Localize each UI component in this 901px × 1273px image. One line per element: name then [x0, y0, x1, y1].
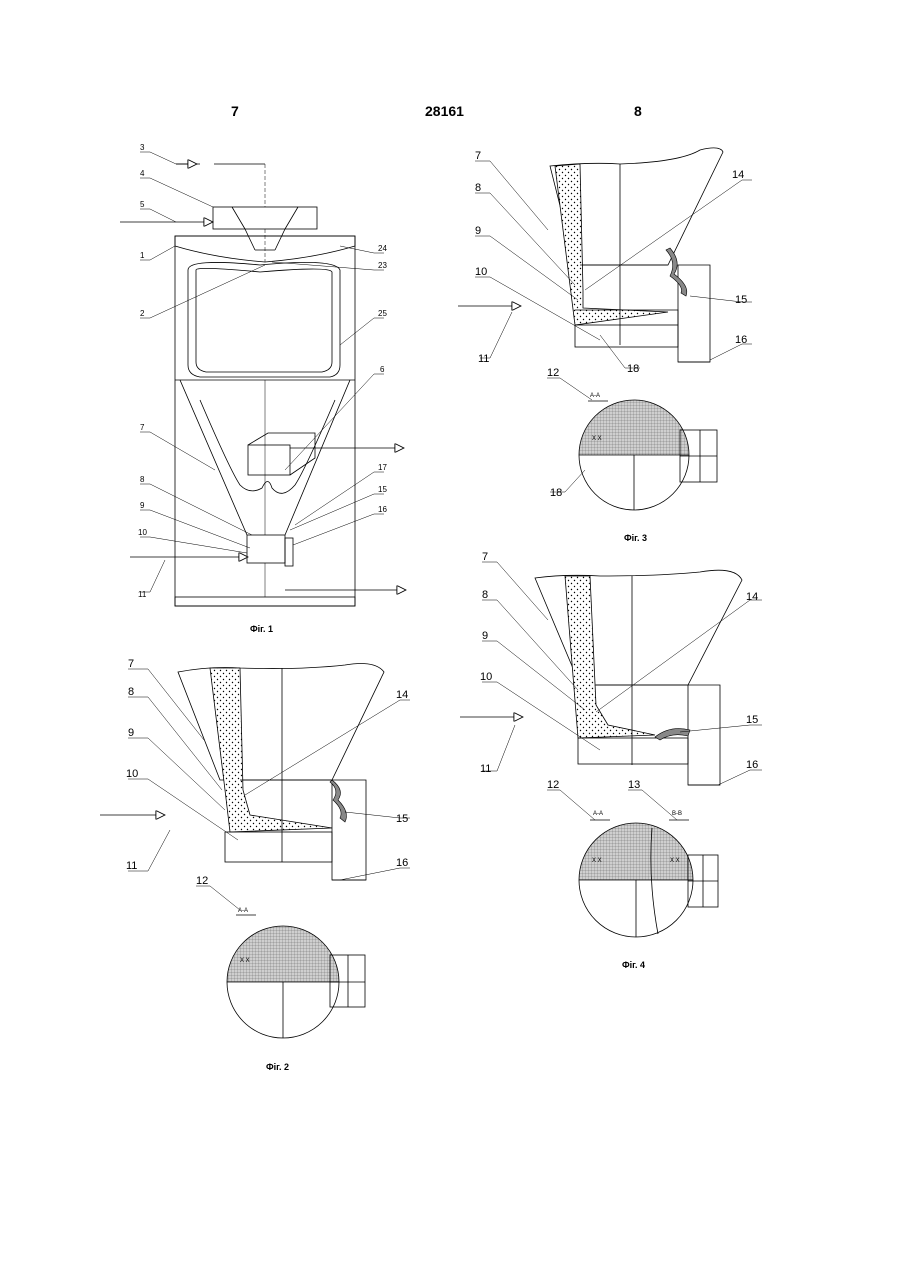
fig4-label-15: 15: [746, 714, 758, 726]
fig2-label-12: 12: [196, 875, 208, 887]
fig3-caption: Фіг. 3: [624, 533, 647, 543]
fig3-outlet: [678, 265, 710, 362]
fig1-label-8: 8: [140, 475, 145, 484]
fig1-label-16: 16: [378, 505, 387, 514]
fig3-label-16: 16: [735, 334, 747, 346]
fig2-label-8: 8: [128, 686, 134, 698]
fig4-label-9: 9: [482, 630, 488, 642]
fig2-chamber: [225, 832, 332, 862]
fig2-flap: [330, 780, 346, 822]
fig3-mark: X X: [592, 436, 602, 442]
fig3-dotted-layer: [555, 164, 668, 325]
fig2-label-10: 10: [126, 768, 138, 780]
fig2-label-9: 9: [128, 727, 134, 739]
fig1-label-23: 23: [378, 261, 387, 270]
figure-4: 7 8 14 9 10 15 11 16 12 13 A-A B-B X X X…: [460, 551, 762, 970]
fig4-mark-a: X X: [592, 858, 602, 864]
fig4-mark-b: X X: [670, 858, 680, 864]
fig2-mark: X X: [240, 958, 250, 964]
fig3-section-label: A-A: [590, 393, 600, 399]
fig2-caption: Фіг. 2: [266, 1062, 289, 1072]
fig3-label-8: 8: [475, 182, 481, 194]
vessel-base: [175, 597, 355, 606]
fig3-label-9: 9: [475, 225, 481, 237]
fig1-label-5: 5: [140, 200, 145, 209]
fig1-label-11: 11: [138, 590, 147, 599]
fig2-axes: [240, 668, 332, 862]
fig2-label-7: 7: [128, 658, 134, 670]
fig1-label-25: 25: [378, 309, 387, 318]
fig3-label-14: 14: [732, 169, 744, 181]
fig2-section-label: A-A: [238, 908, 248, 914]
inlet-header: [213, 207, 317, 229]
fig1-label-2: 2: [140, 309, 145, 318]
fig1-label-3: 3: [140, 143, 145, 152]
fig3-label-11: 11: [478, 353, 489, 365]
fig2-hopper: [178, 664, 384, 780]
separator-inner: [196, 268, 332, 372]
fig2-label-14: 14: [396, 689, 408, 701]
fig1-label-15: 15: [378, 485, 387, 494]
fig4-label-8: 8: [482, 589, 488, 601]
fig1-label-7: 7: [140, 423, 145, 432]
fig1-label-10: 10: [138, 528, 147, 537]
figure-1: 3 4 5 1 2 24 23 25 6 7 17 8 15 9 16 10 1…: [120, 143, 405, 634]
fig1-label-24: 24: [378, 244, 387, 253]
fig4-label-16: 16: [746, 759, 758, 771]
fig4-chamber: [578, 738, 688, 764]
fig2-label-15: 15: [396, 813, 408, 825]
fig1-label-6: 6: [380, 365, 385, 374]
fig4-label-14: 14: [746, 591, 758, 603]
fig3-flap: [666, 248, 687, 296]
chamber-side: [285, 538, 293, 566]
fig4-section-b: B-B: [672, 811, 682, 817]
fig4-label-10: 10: [480, 671, 492, 683]
fig3-label-15: 15: [735, 294, 747, 306]
outlet-box: [248, 445, 290, 475]
fig3-label-10: 10: [475, 266, 487, 278]
fig3-label-7: 7: [475, 150, 481, 162]
fig4-label-7: 7: [482, 551, 488, 563]
fig3-label-12: 12: [547, 367, 559, 379]
fig3-label-18b: 18: [550, 487, 562, 499]
fig2-label-16: 16: [396, 857, 408, 869]
fig3-chamber: [575, 325, 678, 347]
figure-3: 7 8 14 9 10 15 11 18 16 12 A-A X X 18 Фі…: [458, 148, 752, 543]
fig4-dotted-layer: [565, 576, 655, 738]
fig1-caption: Фіг. 1: [250, 624, 273, 634]
fig4-label-13: 13: [628, 779, 640, 791]
fig1-label-17: 17: [378, 463, 387, 472]
fig4-section-a: A-A: [593, 811, 603, 817]
fig2-label-11: 11: [126, 860, 137, 872]
fig4-outlet: [688, 685, 720, 785]
fig4-label-12: 12: [547, 779, 559, 791]
fig2-dotted-layer: [210, 668, 332, 832]
fig3-label-18: 18: [627, 363, 639, 375]
figure-2: 7 8 14 9 10 11 15 16 12 A-A X X Фіг. 2: [100, 658, 410, 1072]
separator-dome: [188, 262, 340, 377]
fig1-label-1: 1: [140, 251, 145, 260]
fig1-label-4: 4: [140, 169, 145, 178]
fig4-label-11: 11: [480, 763, 491, 775]
fig4-caption: Фіг. 4: [622, 960, 645, 970]
mixing-chamber: [247, 535, 285, 563]
fig1-label-9: 9: [140, 501, 145, 510]
